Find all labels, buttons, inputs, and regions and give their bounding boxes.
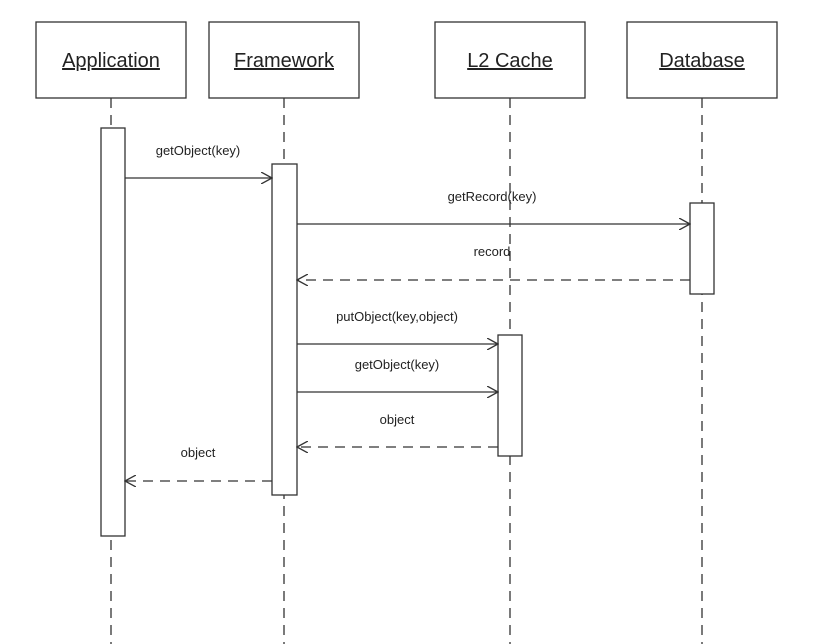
message-object-l2-to-framework: object	[297, 412, 498, 447]
message-object-framework-to-app: object	[125, 445, 272, 481]
participant-label-framework: Framework	[234, 50, 335, 72]
participant-application: Application	[35, 21, 187, 99]
message-label: object	[181, 445, 216, 460]
activation-database	[689, 202, 715, 295]
participant-label-database: Database	[659, 50, 745, 72]
activation-l2-cache	[497, 334, 523, 457]
message-label: putObject(key,object)	[336, 309, 458, 324]
participant-label-application: Application	[62, 50, 160, 72]
message-putobject-framework-to-l2: putObject(key,object)	[297, 309, 498, 344]
message-label: getRecord(key)	[448, 189, 537, 204]
message-label: record	[474, 244, 511, 259]
participant-framework: Framework	[208, 21, 360, 99]
activation-application	[100, 127, 126, 537]
participant-l2-cache: L2 Cache	[434, 21, 586, 99]
activation-framework	[271, 163, 298, 496]
message-label: getObject(key)	[355, 357, 440, 372]
message-getrecord-framework-to-database: getRecord(key)	[297, 189, 690, 224]
message-getobject-app-to-framework: getObject(key)	[125, 143, 272, 178]
participant-database: Database	[626, 21, 778, 99]
message-label: getObject(key)	[156, 143, 241, 158]
message-label: object	[380, 412, 415, 427]
message-getobject-framework-to-l2: getObject(key)	[297, 357, 498, 392]
message-record-database-to-framework: record	[297, 244, 690, 280]
participant-label-l2-cache: L2 Cache	[467, 50, 553, 72]
